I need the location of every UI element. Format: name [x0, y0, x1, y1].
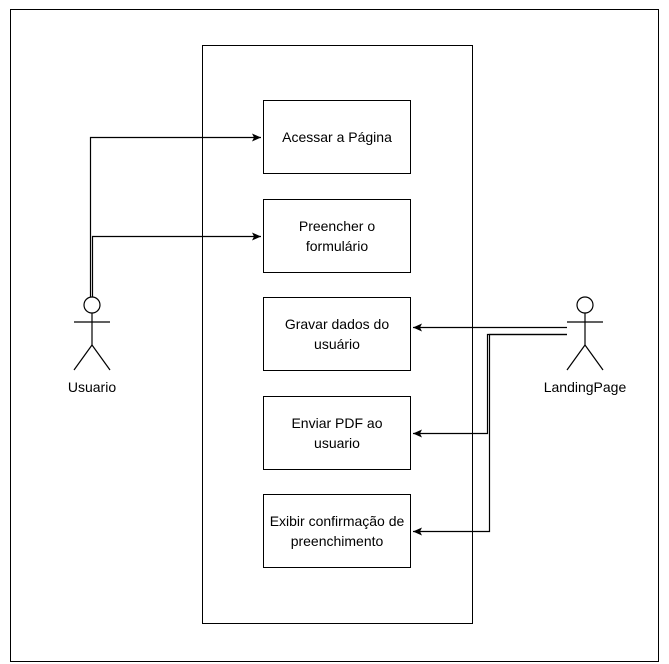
connector-usuario-acessar	[89, 133, 261, 297]
actor-landingpage[interactable]	[566, 296, 604, 371]
actor-usuario[interactable]	[73, 296, 111, 371]
actor-label-usuario: Usuario	[67, 379, 117, 395]
use-case-box-preencher[interactable]	[263, 199, 411, 273]
system-boundary	[202, 45, 473, 624]
use-case-box-gravar[interactable]	[263, 297, 411, 371]
use-case-box-exibir[interactable]	[263, 494, 411, 568]
connector-usuario-preencher	[91, 232, 261, 297]
use-case-box-acessar[interactable]	[263, 100, 411, 174]
use-case-box-enviar[interactable]	[263, 396, 411, 470]
outer-frame	[10, 9, 659, 662]
actor-label-landingpage: LandingPage	[543, 379, 627, 395]
connector-landing-exibir	[413, 333, 567, 536]
